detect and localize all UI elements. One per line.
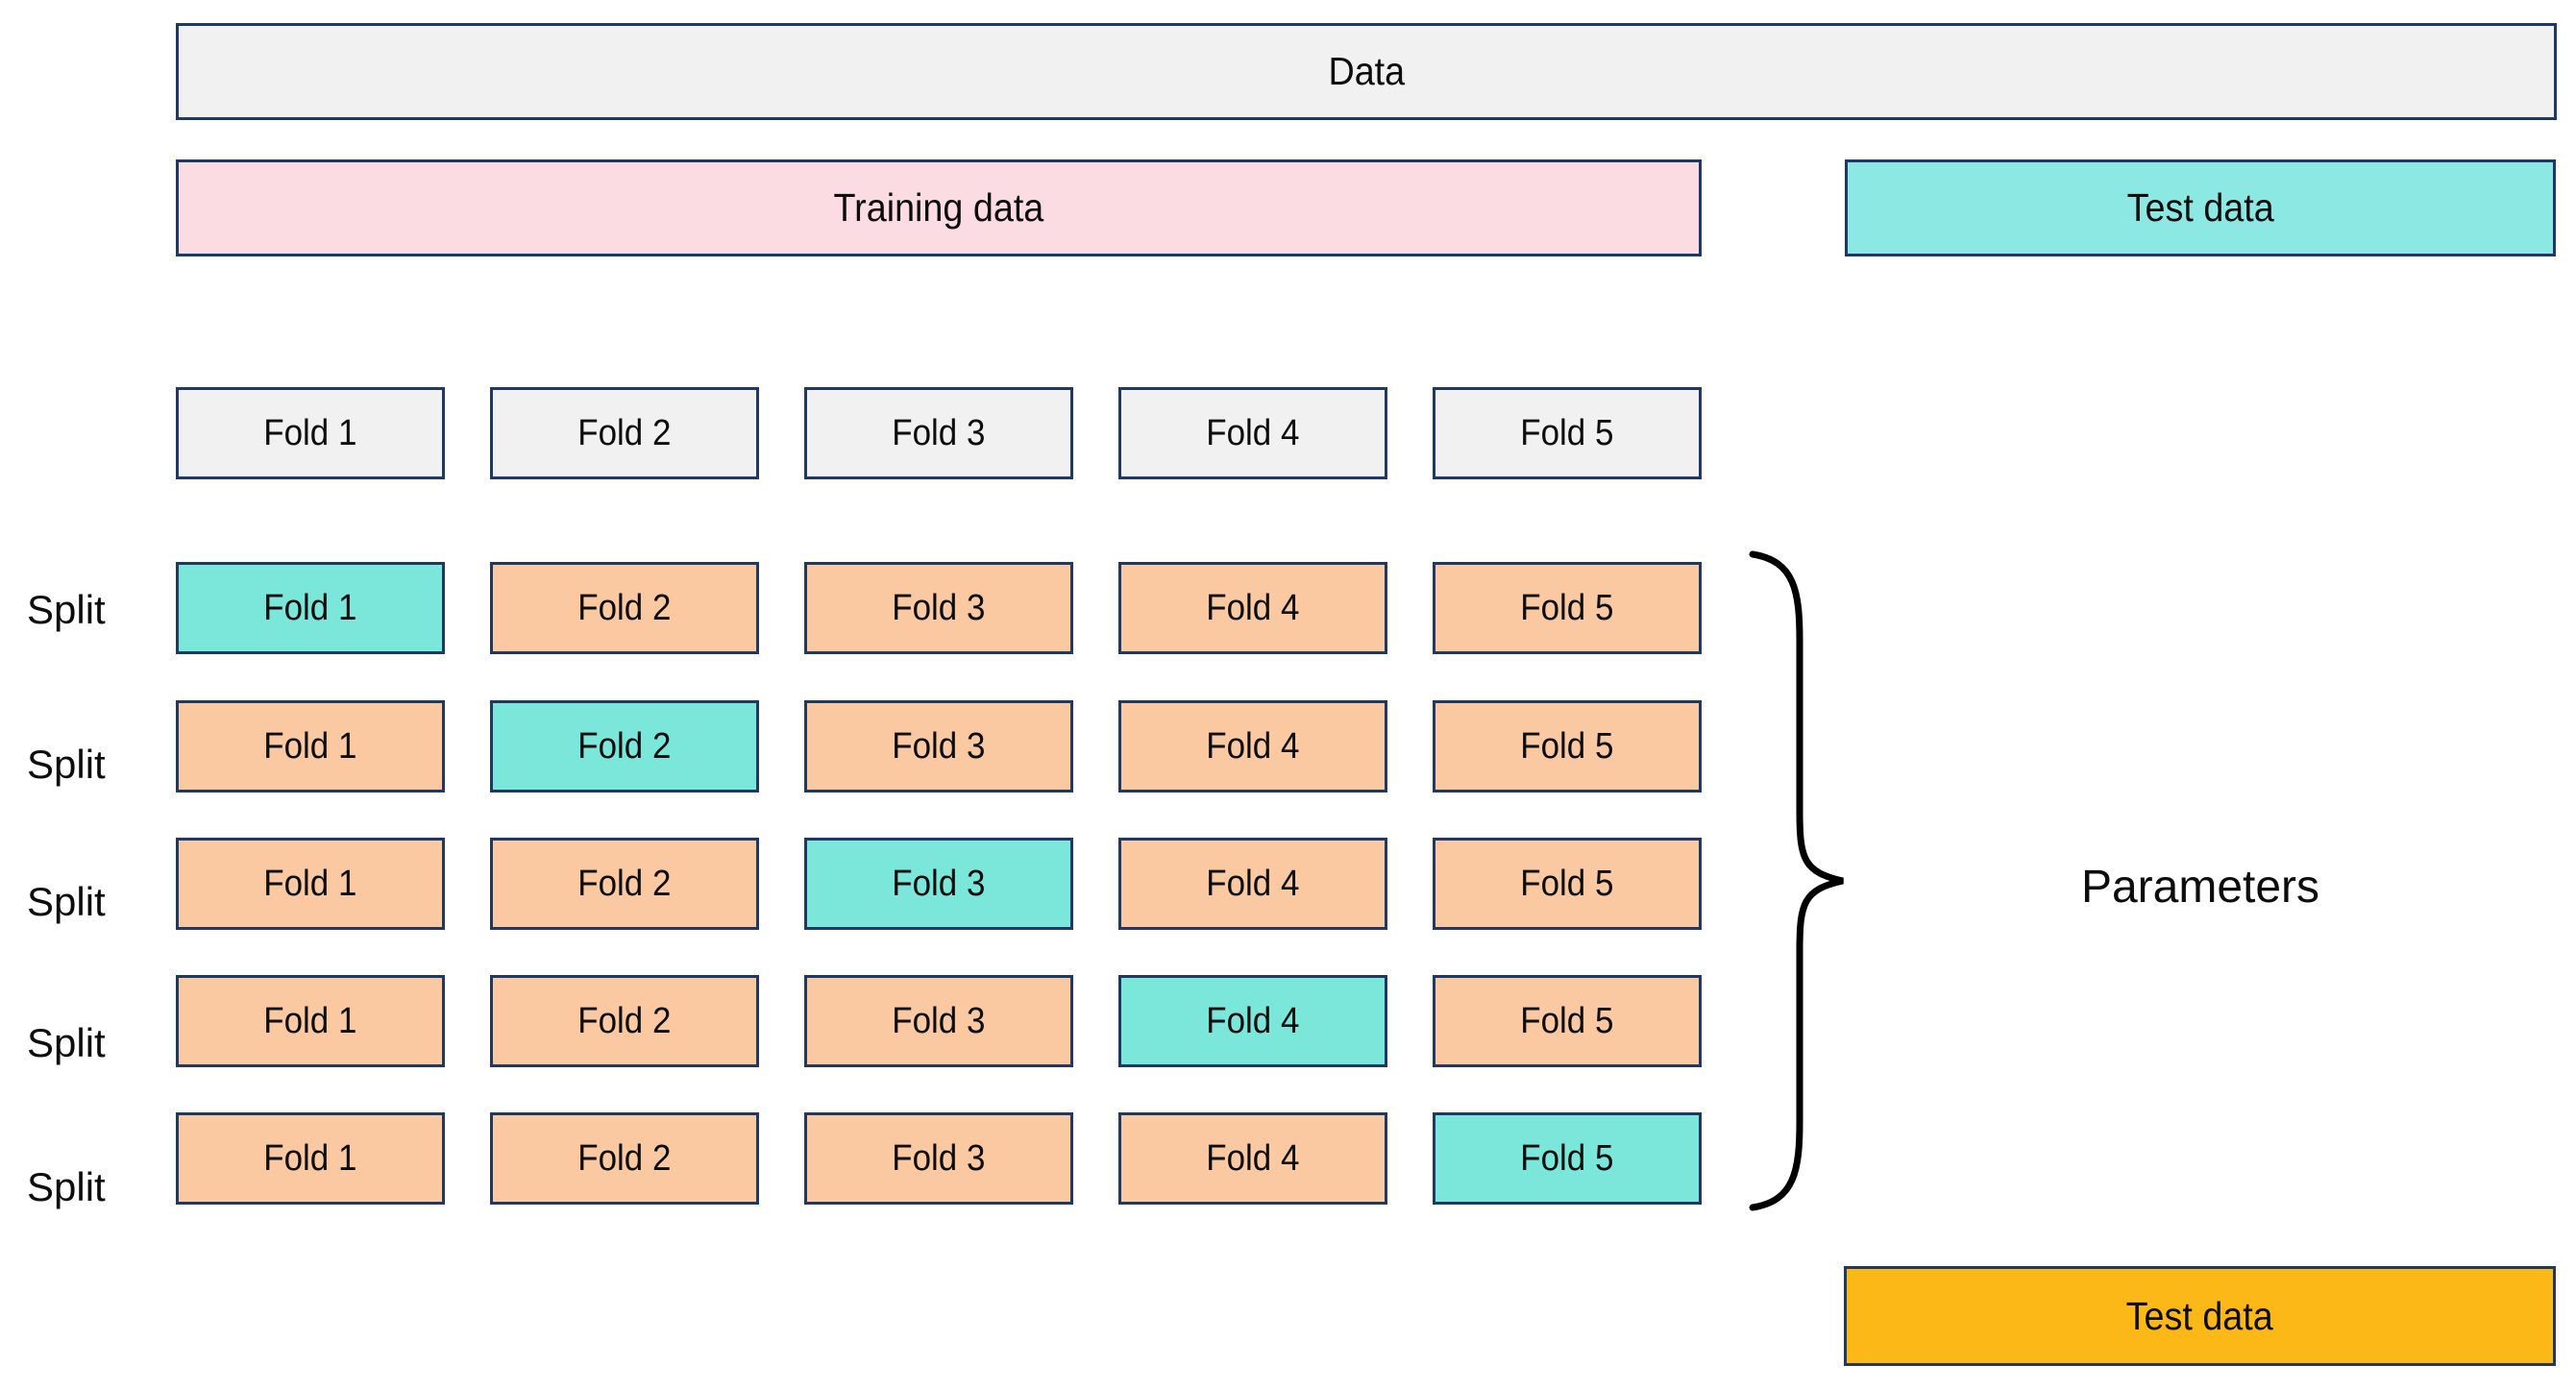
fold-cell-label: Fold 3 xyxy=(892,587,986,628)
fold-cell-split3-fold4: Fold 4 xyxy=(1118,838,1387,930)
fold-cell-label: Fold 5 xyxy=(1520,863,1614,904)
split-label-5: Split xyxy=(27,1164,106,1209)
fold-cell-label: Fold 2 xyxy=(577,863,672,904)
data-bar-label: Data xyxy=(1328,49,1405,93)
fold-cell-split1-fold5: Fold 5 xyxy=(1433,562,1702,654)
fold-header-2: Fold 2 xyxy=(490,387,759,479)
fold-cell-label: Fold 4 xyxy=(1206,587,1300,628)
fold-cell-split2-fold2: Fold 2 xyxy=(490,700,759,793)
fold-header-3-label: Fold 3 xyxy=(892,412,986,453)
fold-cell-split5-fold1: Fold 1 xyxy=(176,1112,445,1205)
fold-cell-label: Fold 4 xyxy=(1206,863,1300,904)
fold-cell-split2-fold4: Fold 4 xyxy=(1118,700,1387,793)
fold-cell-label: Fold 5 xyxy=(1520,725,1614,767)
training-data-bar: Training data xyxy=(176,159,1702,256)
fold-header-1: Fold 1 xyxy=(176,387,445,479)
fold-header-5-label: Fold 5 xyxy=(1520,412,1614,453)
data-bar: Data xyxy=(176,23,2557,120)
fold-cell-split4-fold3: Fold 3 xyxy=(804,975,1073,1067)
fold-cell-split5-fold4: Fold 4 xyxy=(1118,1112,1387,1205)
test-data-top-label: Test data xyxy=(2126,185,2274,230)
fold-cell-split5-fold3: Fold 3 xyxy=(804,1112,1073,1205)
fold-cell-split1-fold1: Fold 1 xyxy=(176,562,445,654)
split-label-4: Split xyxy=(27,1020,106,1065)
fold-cell-label: Fold 1 xyxy=(263,725,357,767)
fold-cell-label: Fold 2 xyxy=(577,725,672,767)
fold-cell-label: Fold 2 xyxy=(577,1000,672,1041)
fold-cell-split2-fold5: Fold 5 xyxy=(1433,700,1702,793)
fold-header-4: Fold 4 xyxy=(1118,387,1387,479)
fold-cell-split2-fold3: Fold 3 xyxy=(804,700,1073,793)
fold-cell-split4-fold5: Fold 5 xyxy=(1433,975,1702,1067)
fold-cell-split3-fold5: Fold 5 xyxy=(1433,838,1702,930)
split-label-3: Split xyxy=(27,879,106,924)
fold-cell-label: Fold 5 xyxy=(1520,1000,1614,1041)
fold-cell-split4-fold2: Fold 2 xyxy=(490,975,759,1067)
fold-cell-label: Fold 3 xyxy=(892,863,986,904)
split-label-2: Split xyxy=(27,742,106,787)
fold-cell-split5-fold2: Fold 2 xyxy=(490,1112,759,1205)
fold-cell-split1-fold3: Fold 3 xyxy=(804,562,1073,654)
fold-cell-split1-fold2: Fold 2 xyxy=(490,562,759,654)
curly-brace-icon xyxy=(1749,550,1844,1211)
fold-cell-label: Fold 1 xyxy=(263,1000,357,1041)
test-data-bottom-label: Test data xyxy=(2125,1293,2274,1338)
fold-cell-split2-fold1: Fold 1 xyxy=(176,700,445,793)
fold-cell-label: Fold 2 xyxy=(577,587,672,628)
fold-cell-split4-fold4: Fold 4 xyxy=(1118,975,1387,1067)
fold-cell-split3-fold1: Fold 1 xyxy=(176,838,445,930)
parameters-label: Parameters xyxy=(2080,862,2320,913)
fold-cell-label: Fold 4 xyxy=(1206,1137,1300,1179)
fold-cell-label: Fold 5 xyxy=(1520,587,1614,628)
fold-cell-label: Fold 1 xyxy=(263,1137,357,1179)
fold-header-2-label: Fold 2 xyxy=(577,412,672,453)
fold-cell-split5-fold5: Fold 5 xyxy=(1433,1112,1702,1205)
test-data-bar-top: Test data xyxy=(1845,159,2556,256)
fold-header-1-label: Fold 1 xyxy=(263,412,357,453)
fold-cell-label: Fold 5 xyxy=(1520,1137,1614,1179)
fold-cell-label: Fold 3 xyxy=(892,1000,986,1041)
fold-cell-split1-fold4: Fold 4 xyxy=(1118,562,1387,654)
fold-cell-split3-fold2: Fold 2 xyxy=(490,838,759,930)
split-label-1: Split xyxy=(27,587,106,632)
training-data-label: Training data xyxy=(833,185,1044,230)
test-data-bar-bottom: Test data xyxy=(1844,1266,2556,1366)
fold-cell-label: Fold 3 xyxy=(892,1137,986,1179)
fold-header-5: Fold 5 xyxy=(1433,387,1702,479)
fold-cell-label: Fold 4 xyxy=(1206,725,1300,767)
fold-cell-split3-fold3: Fold 3 xyxy=(804,838,1073,930)
fold-cell-label: Fold 1 xyxy=(263,587,357,628)
fold-cell-split4-fold1: Fold 1 xyxy=(176,975,445,1067)
fold-cell-label: Fold 4 xyxy=(1206,1000,1300,1041)
fold-cell-label: Fold 1 xyxy=(263,863,357,904)
fold-cell-label: Fold 2 xyxy=(577,1137,672,1179)
fold-cell-label: Fold 3 xyxy=(892,725,986,767)
fold-header-4-label: Fold 4 xyxy=(1206,412,1300,453)
fold-header-3: Fold 3 xyxy=(804,387,1073,479)
